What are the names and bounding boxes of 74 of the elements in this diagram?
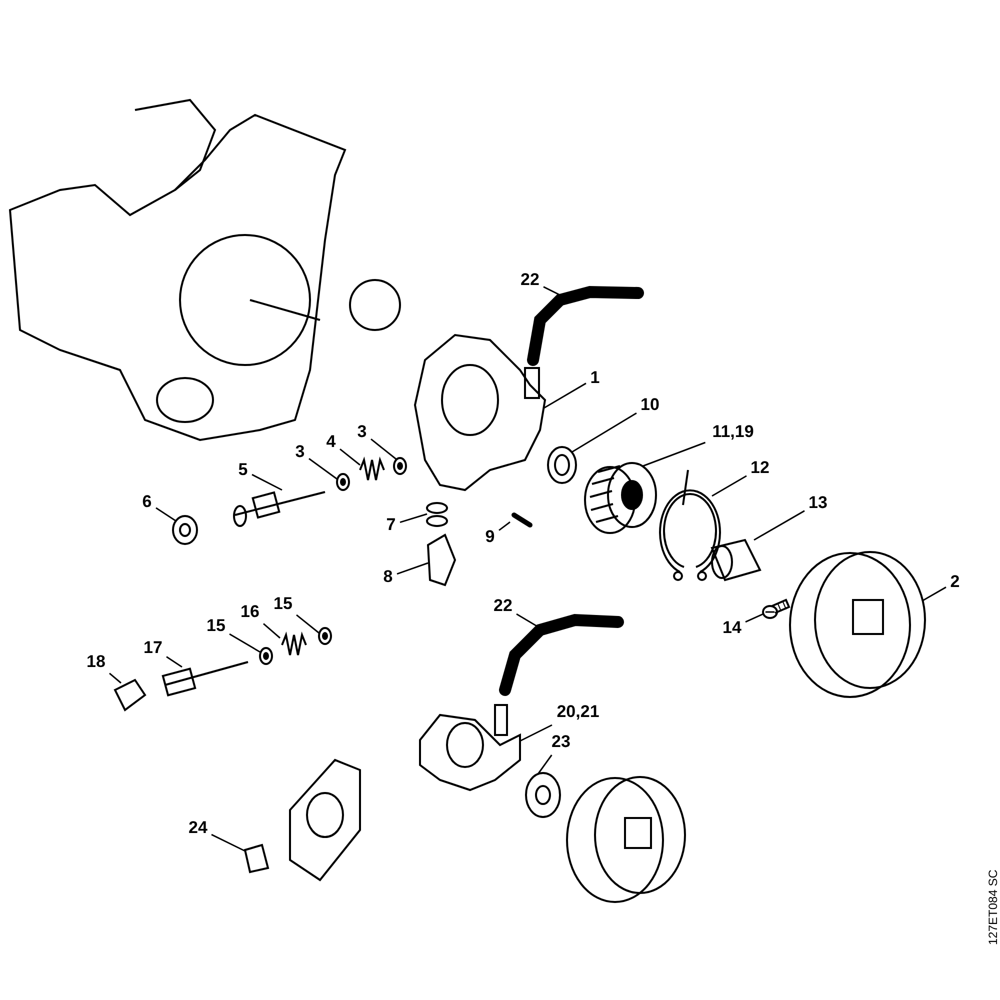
leader-line [370,438,396,460]
o-ring-drawing [426,502,448,527]
callout-number: 22 [494,597,512,615]
leader-line [498,521,510,531]
leader-line [544,382,586,409]
callout-number: 8 [383,568,393,586]
circlip-drawing [659,470,721,581]
drawing-number: 127ET084 SC [986,870,1000,945]
oil-pump-drawing [419,704,521,792]
washer-drawing [393,457,407,475]
leader-line [520,724,552,742]
worm-gear-drawing [584,462,657,534]
callout-number: 24 [188,819,208,837]
callout-number: 6 [142,493,152,511]
callout-number: 20,21 [556,703,600,721]
callout-number: 14 [722,619,742,637]
leader-line [572,412,637,453]
leader-line [263,623,280,639]
callout-number: 23 [552,733,570,751]
leader-line [340,448,360,466]
leader-line [156,507,176,522]
callout-number: 1 [590,369,600,387]
leader-line [109,672,122,684]
leader-line [642,442,706,467]
leader-line [211,834,246,852]
worm-drawing [525,772,561,818]
leader-line [400,513,428,524]
callout-number: 10 [640,396,660,414]
screw-drawing [762,598,790,619]
leader-line [229,633,260,653]
leader-line [922,586,946,602]
callout-number: 7 [386,516,396,534]
callout-number: 3 [357,423,367,441]
leader-line [396,562,428,575]
plug-drawing [114,678,146,712]
spring-drawing [281,632,307,656]
adjusting-screw-drawing [162,661,248,696]
valve-drawing [426,534,456,586]
spring-drawing [359,456,385,481]
leader-line [308,458,338,480]
clutch-drum-drawing [789,551,926,698]
leader-line [537,754,552,774]
hose-drawing [527,286,644,366]
washer-drawing [547,446,577,484]
callout-number: 17 [144,639,162,657]
cap-drawing [244,844,270,874]
leader-line [296,614,320,634]
pin-drawing [512,512,532,528]
callout-number: 2 [950,573,960,591]
callout-number: 15 [274,595,292,613]
hose-drawing [499,614,624,696]
oil-pump-drawing [414,334,546,492]
callout-number: 5 [238,461,248,479]
callout-number: 9 [485,528,495,546]
leader-line [166,656,182,668]
callout-number: 16 [240,603,260,621]
bushing-drawing [172,515,198,545]
leader-line [252,474,282,491]
callout-number: 15 [206,617,226,635]
leader-line [712,475,747,497]
callout-number: 4 [326,433,336,451]
callout-number: 13 [808,494,828,512]
adjusting-screw-drawing [233,491,326,527]
callout-number: 22 [520,271,540,289]
callout-number: 12 [750,459,770,477]
callout-number: 11,19 [712,423,754,441]
leader-line [754,510,805,541]
callout-number: 18 [86,653,106,671]
washer-drawing [259,647,273,665]
sleeve-drawing [710,538,762,582]
callout-number: 3 [295,443,305,461]
washer-drawing [336,473,350,491]
washer-drawing [318,627,332,645]
leader-line [745,613,764,623]
